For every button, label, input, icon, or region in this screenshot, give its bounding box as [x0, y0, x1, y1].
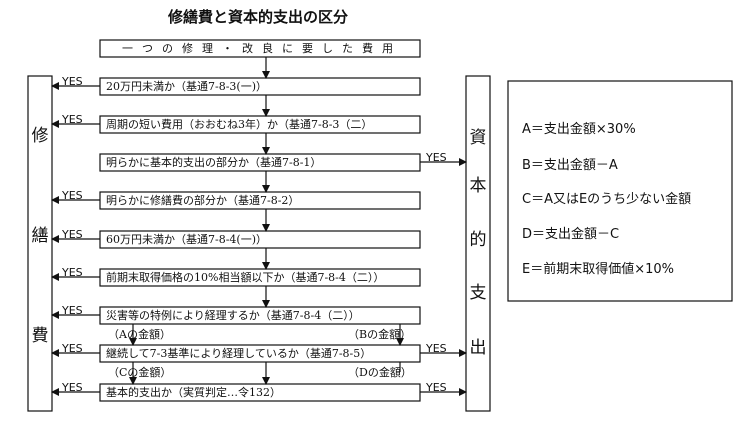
yes-label: YES — [62, 342, 83, 355]
capital-expenditure-char: 資 — [469, 128, 487, 148]
capital-expenditure-char: 的 — [469, 230, 487, 250]
amount-a-label: （Aの金額） — [108, 328, 171, 341]
capital-expenditure-char: 支 — [469, 283, 487, 303]
step-label-9: 基本的支出か（実質判定…令132） — [106, 386, 281, 399]
amount-b-label: （Bの金額） — [348, 328, 412, 341]
legend-b: B＝支出金額－A — [522, 158, 618, 173]
yes-label: YES — [62, 266, 83, 279]
legend-d: D＝支出金額－C — [522, 227, 620, 242]
yes-label: YES — [62, 381, 83, 394]
legend-e: E＝前期末取得価値×10% — [522, 262, 675, 277]
yes-label: YES — [426, 342, 447, 355]
legend-a: A＝支出金額×30% — [522, 122, 636, 137]
repair-cost-char: 費 — [31, 326, 49, 346]
step-label-4: 明らかに修繕費の部分か（基通7-8-2） — [106, 194, 300, 207]
capital-expenditure-char: 出 — [469, 338, 487, 358]
diagram-title: 修繕費と資本的支出の区分 — [168, 8, 349, 26]
yes-label: YES — [62, 304, 83, 317]
repair-cost-column — [27, 75, 53, 412]
top-box — [99, 39, 421, 58]
step-label-6: 前期末取得価格の10%相当額以下か（基通7-8-4（二）） — [106, 271, 385, 284]
step-label-3: 明らかに基本的支出の部分か（基通7-8-1） — [106, 156, 322, 169]
step-label-2: 周期の短い費用（おおむね3年）か（基通7-8-3（二） — [106, 118, 373, 131]
yes-label: YES — [426, 381, 447, 394]
amount-d-label: （Dの金額） — [348, 366, 412, 379]
capital-expenditure-char: 本 — [469, 176, 487, 196]
top-box-label: 一つの修理・改良に要した費用 — [122, 42, 402, 55]
capital-expenditure-column — [465, 75, 491, 412]
repair-cost-char: 繕 — [31, 226, 49, 246]
legend-c: C＝A又はEのうち少ない金額 — [522, 192, 692, 207]
yes-label: YES — [62, 228, 83, 241]
step-label-1: 20万円未満か（基通7-8-3(一)） — [106, 80, 268, 93]
yes-label: YES — [426, 151, 447, 164]
yes-label: YES — [62, 189, 83, 202]
legend-box — [507, 80, 733, 302]
amount-c-label: （Cの金額） — [108, 366, 172, 379]
yes-label: YES — [62, 75, 83, 88]
yes-label: YES — [62, 113, 83, 126]
step-label-8: 継続して7-3基準により経理しているか（基通7-8-5） — [106, 347, 372, 360]
step-label-7: 災害等の特例により経理するか（基通7-8-4（二）） — [106, 309, 360, 322]
step-label-5: 60万円未満か（基通7-8-4(一)） — [106, 233, 268, 246]
repair-cost-char: 修 — [31, 126, 49, 146]
